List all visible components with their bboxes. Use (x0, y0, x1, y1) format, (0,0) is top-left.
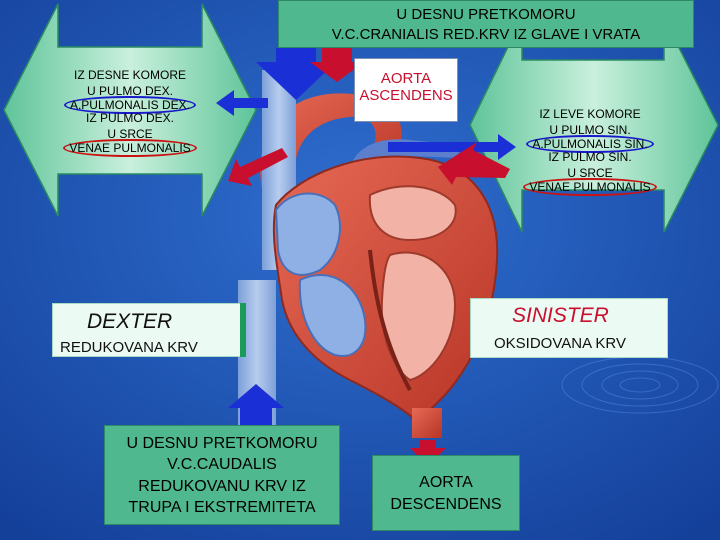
left-pulmonary-text: IZ DESNE KOMORE U PULMO DEX. A.PULMONALI… (40, 68, 220, 157)
dexter-subtitle: REDUKOVANA KRV (60, 339, 198, 356)
right-text-line1: IZ LEVE KOMORE (539, 107, 641, 121)
right-text-line3: A.PULMONALIS SIN. (500, 134, 680, 153)
svc-down-arrow (256, 48, 336, 100)
ivc-line4: TRUPA I EKSTREMITETA (128, 499, 316, 517)
sinister-title: SINISTER (512, 304, 609, 327)
ivc-line1: U DESNU PRETKOMORU (126, 435, 318, 452)
aorta-descendens-line1: AORTA (419, 474, 473, 491)
svc-label-line2: V.C.CRANIALIS RED.KRV IZ GLAVE I VRATA (331, 26, 641, 44)
dexter-panel (52, 303, 246, 357)
aorta-descendens-line2: DESCENDENS (390, 496, 502, 514)
ivc-line3: REDUKOVANU KRV IZ (138, 477, 306, 495)
right-text-line4: IZ PULMO SIN. (548, 150, 632, 165)
right-text-line2: U PULMO SIN. (549, 122, 631, 137)
aorta-down-arrow (410, 440, 446, 466)
left-text-line6: VENAE PULMONALIS (40, 138, 220, 157)
aorta-ascendens-line2: ASCENDENS (359, 87, 453, 105)
pulmonary-vein-right-arrow (438, 142, 510, 185)
left-double-arrow (3, 3, 257, 217)
svc-label-line1: U DESNU PRETKOMORU (396, 6, 576, 23)
a-pulmonalis-sin-label: A.PULMONALIS SIN. (526, 134, 654, 153)
right-text-line6: VENAE PULMONALIS (500, 177, 680, 196)
aorta-ascendens-box: AORTA ASCENDENS (354, 58, 458, 122)
ivc-line2: V.C.CAUDALIS (167, 456, 277, 474)
dexter-panel-accent (240, 303, 246, 357)
aorta-descendens-box: AORTA DESCENDENS (372, 455, 520, 531)
venae-pulmonalis-dex-label: VENAE PULMONALIS (63, 138, 197, 157)
dexter-title: DEXTER (87, 310, 173, 333)
ivc-label-box: U DESNU PRETKOMORU V.C.CAUDALIS REDUKOVA… (104, 425, 340, 525)
pulmonary-vein-left-arrow (228, 148, 288, 186)
left-text-line4: IZ PULMO DEX. (85, 111, 174, 126)
aorta-ascendens-line1: AORTA (380, 70, 432, 87)
svc-label-box: U DESNU PRETKOMORU V.C.CRANIALIS RED.KRV… (278, 0, 694, 48)
left-text-line5: U SRCE (107, 127, 153, 142)
sinister-panel (470, 298, 668, 358)
pulmonary-artery-right-arrow (388, 134, 516, 160)
left-text-line3: A.PULMONALIS DEX. (40, 95, 220, 114)
sinister-subtitle: OKSIDOVANA KRV (494, 335, 626, 352)
venae-pulmonalis-sin-label: VENAE PULMONALIS (523, 177, 657, 196)
left-text-line1: IZ DESNE KOMORE (73, 68, 186, 82)
heart-illustration (238, 70, 499, 438)
pulmonary-artery-left-arrow (216, 90, 268, 116)
left-text-line2: U PULMO DEX. (86, 83, 173, 98)
right-pulmonary-text: IZ LEVE KOMORE U PULMO SIN. A.PULMONALIS… (500, 107, 680, 196)
right-text-line5: U SRCE (567, 166, 613, 181)
a-pulmonalis-dex-label: A.PULMONALIS DEX. (63, 95, 197, 114)
aorta-up-arrow (310, 38, 364, 82)
